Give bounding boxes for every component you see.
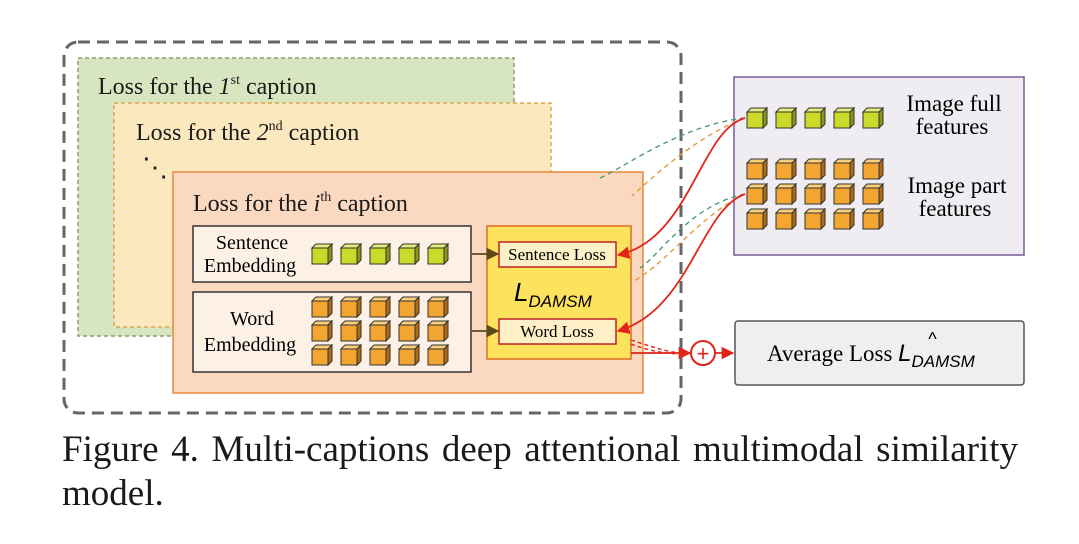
dashed-part-to-panel-2 xyxy=(631,193,746,283)
dashed-full-to-panel-2 xyxy=(631,117,746,197)
damsm-symbol: LDAMSM xyxy=(514,277,593,311)
panel-ellipsis: ⋱ xyxy=(142,153,168,182)
sentence-embedding-label-2: Embedding xyxy=(204,255,296,277)
image-full-label-2: features xyxy=(916,114,989,139)
panel-caption-i-title: Loss for the ith caption xyxy=(193,190,408,217)
dashed-full-to-panel-1 xyxy=(599,117,746,179)
word-loss-label: Word Loss xyxy=(520,322,594,341)
damsm-to-sum-dashed-1 xyxy=(630,339,689,355)
part-features-to-word-loss-arrow xyxy=(616,193,746,334)
sentence-loss-label: Sentence Loss xyxy=(508,245,606,264)
word-embedding-label-1: Word xyxy=(230,308,274,330)
sum-symbol: + xyxy=(697,341,710,366)
average-loss-label: Average Loss LDAMSM xyxy=(767,340,976,371)
panel-caption-1-title: Loss for the 1st caption xyxy=(98,73,317,100)
panel-caption-2-title: Loss for the 2nd caption xyxy=(136,119,359,146)
average-loss-box xyxy=(734,320,1025,386)
sentence-embedding-label-1: Sentence xyxy=(216,232,288,254)
word-embedding-label-2: Embedding xyxy=(204,334,296,356)
image-part-label-2: features xyxy=(919,196,992,221)
average-loss-hat: ^ xyxy=(928,329,937,349)
image-part-feature-cubes xyxy=(746,158,884,230)
image-full-label-1: Image full xyxy=(906,91,1001,116)
image-part-label-1: Image part xyxy=(908,173,1008,198)
outer-container xyxy=(62,40,683,415)
dashed-part-to-panel-1 xyxy=(639,193,746,269)
word-embedding-cubes xyxy=(311,296,449,366)
damsm-to-sum-dashed-2 xyxy=(630,343,689,355)
figure-caption: Figure 4. Multi-captions deep attentiona… xyxy=(62,429,1018,514)
full-features-to-sentence-loss-arrow xyxy=(616,117,746,259)
